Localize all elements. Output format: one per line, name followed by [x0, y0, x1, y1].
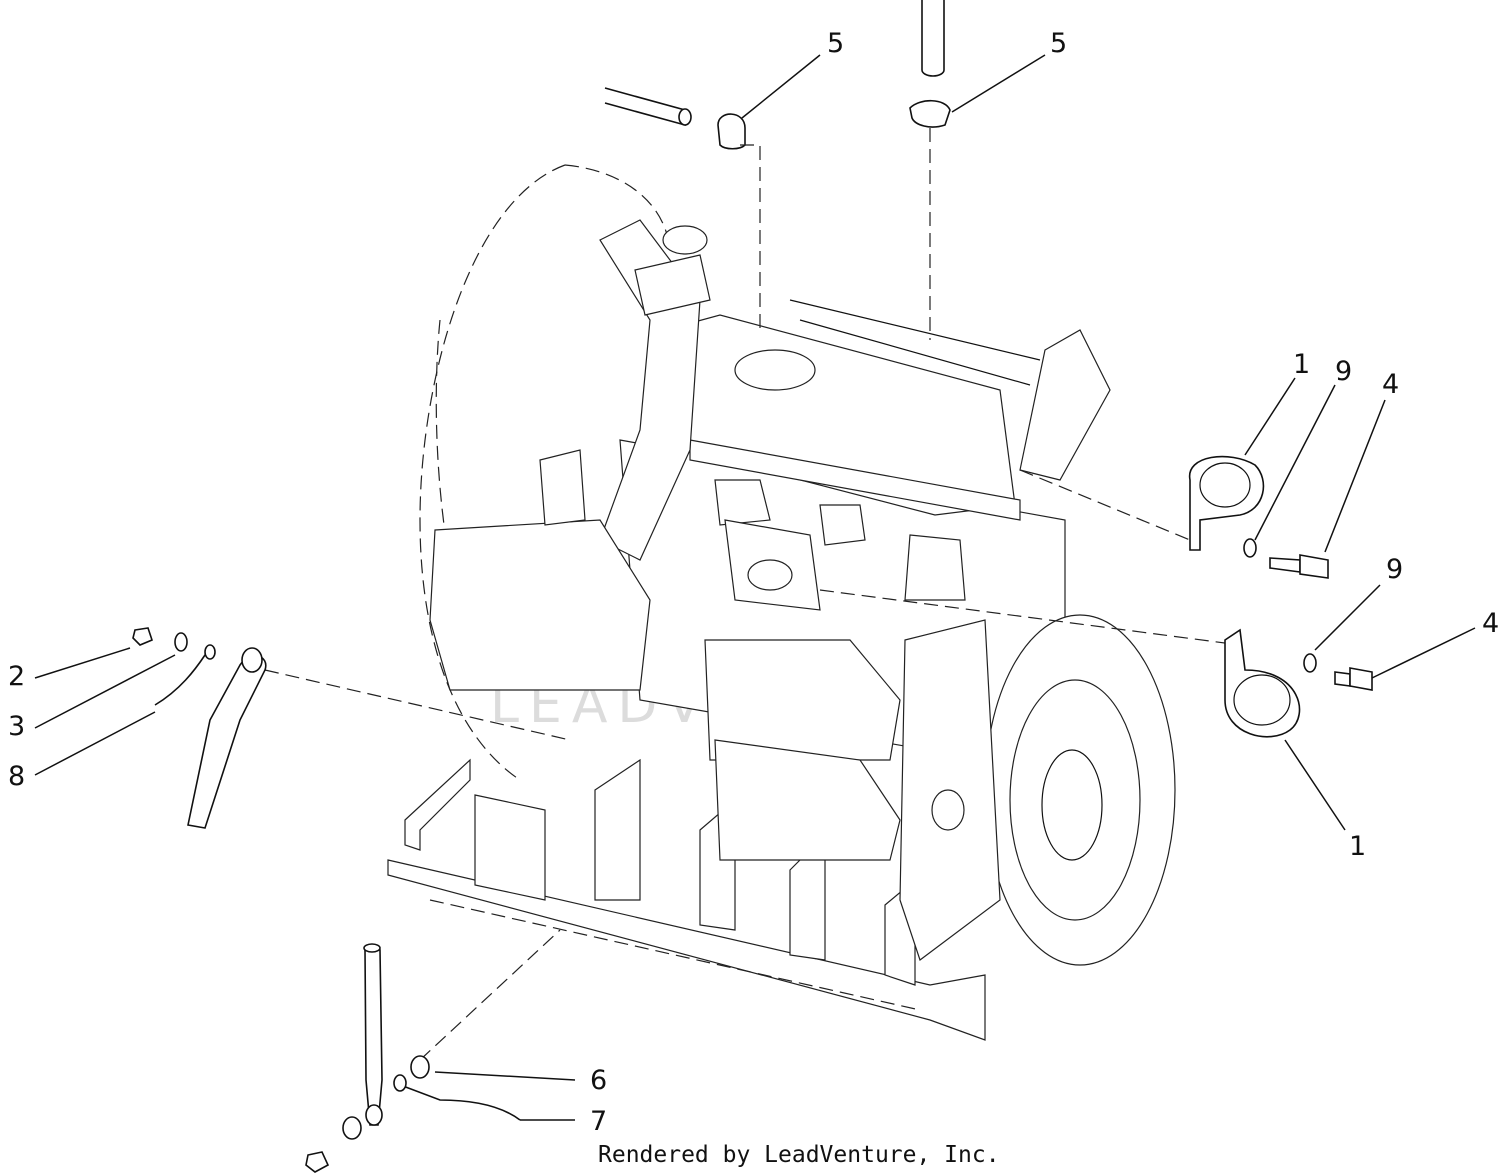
callout-1-upper: 1	[1293, 349, 1310, 380]
air-intake-tube	[599, 219, 711, 561]
fuel-hose-upper-left	[604, 87, 692, 127]
callout-2: 2	[8, 661, 25, 692]
engine-cylinders	[429, 449, 901, 861]
callout-9-upper: 9	[1335, 356, 1352, 387]
callout-4-lower: 4	[1482, 608, 1499, 639]
assembly-lines	[264, 128, 1241, 1061]
fuel-injectors	[714, 299, 1111, 611]
callout-5-left: 5	[827, 28, 844, 59]
battery-cable-lower	[363, 943, 383, 1126]
battery-cable-upper	[187, 647, 267, 829]
hose-clamp-right	[909, 99, 951, 128]
nut-upper-left	[132, 627, 153, 646]
p-clamp-upper	[1189, 455, 1265, 551]
bolt-lower	[1334, 667, 1373, 691]
callout-4-upper: 4	[1382, 369, 1399, 400]
footer-credit: Rendered by LeadVenture, Inc.	[598, 1142, 1000, 1168]
ground-wire-upper	[154, 644, 216, 706]
leader-lines	[34, 54, 1476, 1121]
callout-5-right: 5	[1050, 28, 1067, 59]
washer-lower	[1303, 653, 1317, 673]
ground-wire-lower	[393, 1074, 521, 1121]
callout-1-lower: 1	[1349, 831, 1366, 862]
callout-8: 8	[8, 761, 25, 792]
callout-6: 6	[590, 1065, 607, 1096]
callout-3: 3	[8, 711, 25, 742]
hose-clamp-left	[717, 113, 746, 150]
bolt-upper	[1269, 554, 1329, 579]
washer-upper-left	[174, 632, 188, 652]
bolt-lower-left	[305, 1151, 330, 1173]
washer-upper	[1243, 538, 1257, 558]
fuel-hose-upper-right	[921, 0, 945, 77]
callout-7: 7	[590, 1106, 607, 1137]
engine-base-frame	[387, 758, 986, 1041]
front-pulley	[899, 614, 1176, 966]
callout-9-lower: 9	[1386, 554, 1403, 585]
p-clamp-lower	[1224, 628, 1301, 738]
washer-lower-left	[342, 1055, 430, 1140]
